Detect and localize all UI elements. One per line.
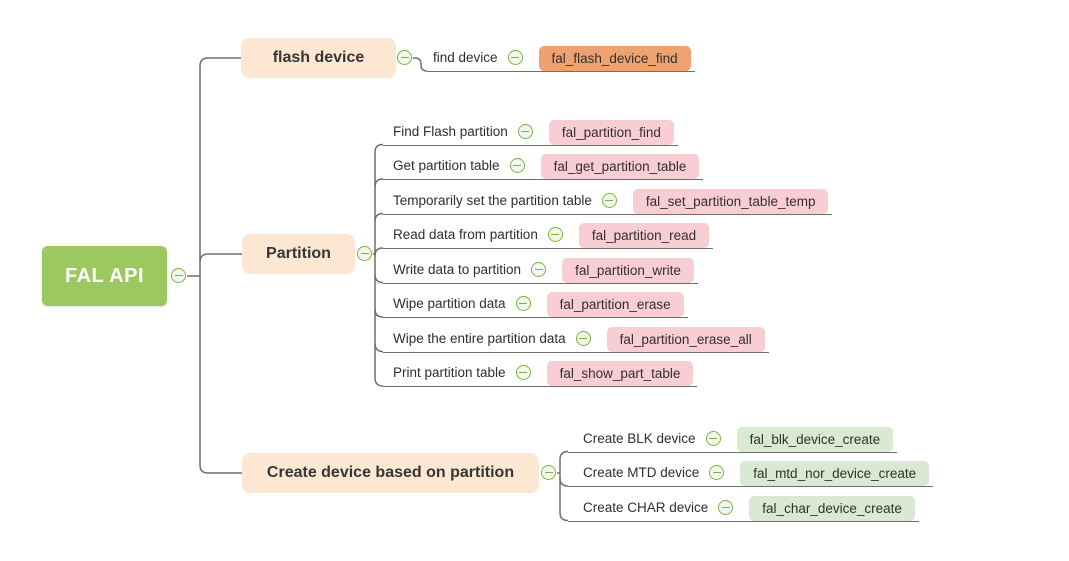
- collapse-icon[interactable]: [709, 465, 725, 480]
- node-label[interactable]: Create MTD device: [583, 465, 700, 480]
- node-label[interactable]: Create BLK device: [583, 430, 696, 446]
- function-chip[interactable]: fal_char_device_create: [749, 495, 915, 521]
- collapse-icon[interactable]: [515, 296, 531, 311]
- node-label[interactable]: Wipe partition data: [393, 296, 506, 311]
- node-row: Print partition table fal_show_part_tabl…: [383, 359, 698, 387]
- collapse-icon[interactable]: [515, 365, 531, 380]
- collapse-icon[interactable]: [718, 499, 734, 515]
- collapse-icon[interactable]: [541, 465, 556, 480]
- node-label[interactable]: Read data from partition: [393, 227, 538, 242]
- function-chip[interactable]: fal_partition_write: [562, 257, 694, 283]
- function-chip[interactable]: fal_partition_erase_all: [606, 326, 765, 352]
- function-chip[interactable]: fal_partition_find: [548, 119, 674, 145]
- collapse-icon[interactable]: [397, 50, 412, 65]
- node-row: find device fal_flash_device_find: [427, 44, 695, 72]
- main-topic-label: Create device based on partition: [266, 464, 515, 481]
- function-chip[interactable]: fal_show_part_table: [546, 361, 694, 386]
- node-row: Wipe partition data fal_partition_erase: [383, 290, 688, 318]
- collapse-icon[interactable]: [171, 268, 186, 283]
- collapse-icon[interactable]: [705, 430, 721, 446]
- node-row: Create BLK device fal_blk_device_create: [568, 425, 898, 453]
- node-row: Get partition table fal_get_partition_ta…: [383, 152, 704, 180]
- collapse-icon[interactable]: [531, 261, 547, 277]
- function-chip[interactable]: fal_partition_read: [578, 223, 710, 248]
- function-chip[interactable]: fal_blk_device_create: [736, 426, 894, 452]
- collapse-icon[interactable]: [517, 123, 533, 139]
- collapse-icon[interactable]: [357, 246, 372, 261]
- node-label[interactable]: Temporarily set the partition table: [393, 192, 592, 208]
- node-label[interactable]: find device: [433, 50, 498, 65]
- root-topic-fal-api[interactable]: FAL API: [42, 246, 167, 306]
- collapse-icon[interactable]: [547, 227, 563, 242]
- function-chip[interactable]: fal_get_partition_table: [540, 154, 700, 179]
- node-label[interactable]: Create CHAR device: [583, 499, 709, 515]
- main-topic-create-device[interactable]: Create device based on partition: [242, 453, 539, 493]
- function-chip[interactable]: fal_flash_device_find: [538, 46, 691, 71]
- node-row: Write data to partition fal_partition_wr…: [383, 256, 698, 284]
- collapse-icon[interactable]: [601, 192, 617, 208]
- node-row: Read data from partition fal_partition_r…: [383, 221, 714, 249]
- root-topic-label: FAL API: [64, 264, 145, 287]
- main-topic-label: Partition: [266, 245, 331, 262]
- collapse-icon[interactable]: [575, 330, 591, 346]
- node-label[interactable]: Get partition table: [393, 158, 500, 173]
- collapse-icon[interactable]: [507, 50, 523, 65]
- function-chip[interactable]: fal_set_partition_table_temp: [632, 188, 829, 214]
- node-label[interactable]: Find Flash partition: [393, 123, 508, 139]
- main-topic-flash-device[interactable]: flash device: [241, 38, 396, 78]
- node-row: Find Flash partition fal_partition_find: [383, 118, 678, 146]
- node-row: Wipe the entire partition data fal_parti…: [383, 325, 769, 353]
- node-row: Create CHAR device fal_char_device_creat…: [568, 494, 919, 522]
- node-row: Create MTD device fal_mtd_nor_device_cre…: [568, 459, 934, 487]
- node-label[interactable]: Print partition table: [393, 365, 506, 380]
- node-label[interactable]: Wipe the entire partition data: [393, 330, 566, 346]
- main-topic-partition[interactable]: Partition: [242, 234, 355, 274]
- node-label[interactable]: Write data to partition: [393, 261, 522, 277]
- main-topic-label: flash device: [272, 49, 365, 66]
- collapse-icon[interactable]: [509, 158, 525, 173]
- node-row: Temporarily set the partition table fal_…: [383, 187, 833, 215]
- function-chip[interactable]: fal_partition_erase: [546, 292, 684, 317]
- function-chip[interactable]: fal_mtd_nor_device_create: [740, 461, 930, 486]
